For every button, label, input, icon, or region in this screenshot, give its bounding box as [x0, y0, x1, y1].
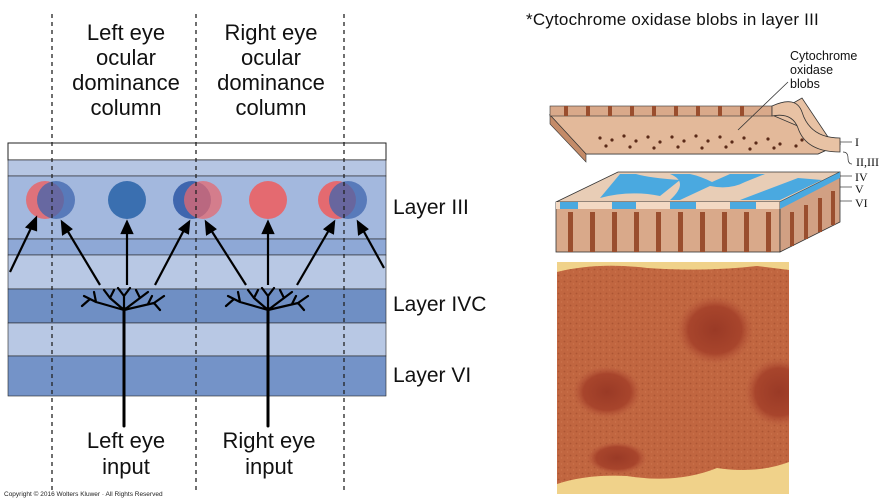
input-line: Right eye — [222, 428, 316, 453]
layer-label-vi: VI — [855, 196, 868, 210]
left-eye-input-label: Left eye input — [70, 428, 182, 480]
ocular-dominance-diagram — [7, 14, 387, 492]
title-line: ocular — [241, 45, 301, 70]
layer-label-v: V — [855, 182, 864, 196]
layer-label-iv: IV — [855, 170, 868, 184]
cortex-block-diagram — [549, 81, 853, 253]
callout-line: oxidase — [790, 63, 834, 77]
layer4c-label: Layer IVC — [393, 293, 487, 316]
left-column-title: Left eye ocular dominance column — [56, 20, 196, 120]
title-line: column — [235, 95, 307, 120]
right-eye-input-label: Right eye input — [210, 428, 328, 480]
layer6-label: Layer VI — [393, 364, 472, 387]
blobs-heading: *Cytochrome oxidase blobs in layer III — [526, 10, 819, 29]
title-line: dominance — [217, 70, 325, 95]
title-line: dominance — [72, 70, 180, 95]
projection-arrows — [9, 215, 385, 286]
input-line: input — [245, 454, 293, 479]
layer3-blobs — [26, 181, 367, 219]
cortex-layers — [7, 142, 387, 397]
callout-line: blobs — [790, 77, 820, 91]
layer-label-i: I — [855, 135, 859, 149]
title-line: Right eye — [224, 20, 318, 45]
title-line: Left eye — [86, 20, 166, 45]
input-line: Left eye — [86, 428, 166, 453]
title-line: ocular — [96, 45, 156, 70]
callout-line: Cytochrome — [790, 49, 858, 63]
blob-stain-micrograph — [557, 262, 789, 494]
input-line: input — [102, 454, 150, 479]
layer-label-ii-iii: II,III — [856, 155, 879, 169]
layer3-label: Layer III — [393, 196, 469, 219]
copyright-notice: Copyright © 2016 Wolters Kluwer · All Ri… — [4, 491, 163, 498]
blobs-callout: Cytochrome oxidase blobs — [790, 49, 857, 91]
input-axons — [80, 286, 310, 428]
title-line: column — [90, 95, 162, 120]
right-column-title: Right eye ocular dominance column — [200, 20, 342, 120]
